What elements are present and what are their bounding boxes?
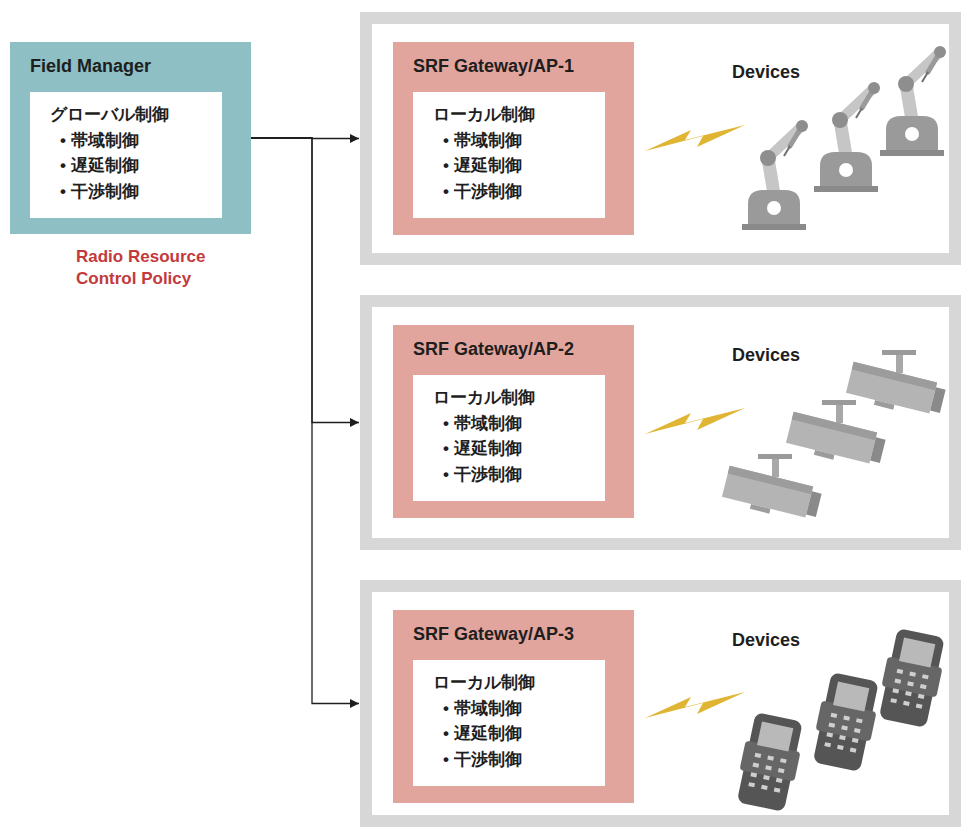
control-item: • 遅延制御 <box>433 153 597 179</box>
site-panel: Devices SRF Gateway/AP-1 ローカル制御• 帯域制御• 遅延制… <box>360 12 961 265</box>
box-title: SRF Gateway/AP-2 <box>393 325 634 360</box>
control-list-box: ローカル制御• 帯域制御• 遅延制御• 干渉制御 <box>413 375 605 501</box>
control-item: • 帯域制御 <box>433 696 597 722</box>
policy-label: Radio Resource Control Policy <box>76 246 241 290</box>
control-item: • 遅延制御 <box>433 436 597 462</box>
camera <box>785 400 887 471</box>
gateway-box: SRF Gateway/AP-1 ローカル制御• 帯域制御• 遅延制御• 干渉制御 <box>393 42 634 235</box>
control-item: • 干渉制御 <box>433 747 597 773</box>
camera <box>721 454 823 525</box>
robot-arm <box>880 46 946 156</box>
control-item: • 干渉制御 <box>50 179 214 205</box>
wireless-bolt <box>645 125 745 151</box>
wireless-bolt <box>645 408 745 434</box>
control-heading: グローバル制御 <box>50 102 214 128</box>
manager-box: Field Manager グローバル制御• 帯域制御• 遅延制御• 干渉制御 <box>10 42 251 234</box>
control-item: • 干渉制御 <box>433 462 597 488</box>
robot-arm <box>814 82 880 192</box>
gateway-box: SRF Gateway/AP-2 ローカル制御• 帯域制御• 遅延制御• 干渉制御 <box>393 325 634 518</box>
control-item: • 遅延制御 <box>50 153 214 179</box>
devices-label: Devices <box>732 345 800 366</box>
control-item: • 遅延制御 <box>433 721 597 747</box>
connector-arrow <box>251 138 359 704</box>
control-item: • 帯域制御 <box>50 128 214 154</box>
robot-arm <box>742 120 808 230</box>
box-title: Field Manager <box>10 42 251 77</box>
wireless-bolt <box>645 692 745 718</box>
devices-label: Devices <box>732 62 800 83</box>
connector-arrow <box>251 138 359 423</box>
control-heading: ローカル制御 <box>433 102 597 128</box>
control-list-box: ローカル制御• 帯域制御• 遅延制御• 干渉制御 <box>413 660 605 786</box>
camera <box>845 350 947 421</box>
handheld-terminal <box>809 671 883 773</box>
control-item: • 帯域制御 <box>433 128 597 154</box>
control-list-box: ローカル制御• 帯域制御• 遅延制御• 干渉制御 <box>413 92 605 218</box>
control-heading: ローカル制御 <box>433 670 597 696</box>
control-list-box: グローバル制御• 帯域制御• 遅延制御• 干渉制御 <box>30 92 222 218</box>
site-panel: Devices SRF Gateway/AP-3 ローカル制御• 帯域制御• 遅延制… <box>360 580 961 827</box>
handheld-terminal <box>733 711 807 813</box>
handheld-terminal <box>875 627 949 729</box>
gateway-box: SRF Gateway/AP-3 ローカル制御• 帯域制御• 遅延制御• 干渉制御 <box>393 610 634 803</box>
box-title: SRF Gateway/AP-1 <box>393 42 634 77</box>
site-panel: Devices SRF Gateway/AP-2 ローカル制御• 帯域制御• 遅延制… <box>360 295 961 550</box>
box-title: SRF Gateway/AP-3 <box>393 610 634 645</box>
control-heading: ローカル制御 <box>433 385 597 411</box>
control-item: • 干渉制御 <box>433 179 597 205</box>
devices-label: Devices <box>732 630 800 651</box>
control-item: • 帯域制御 <box>433 411 597 437</box>
